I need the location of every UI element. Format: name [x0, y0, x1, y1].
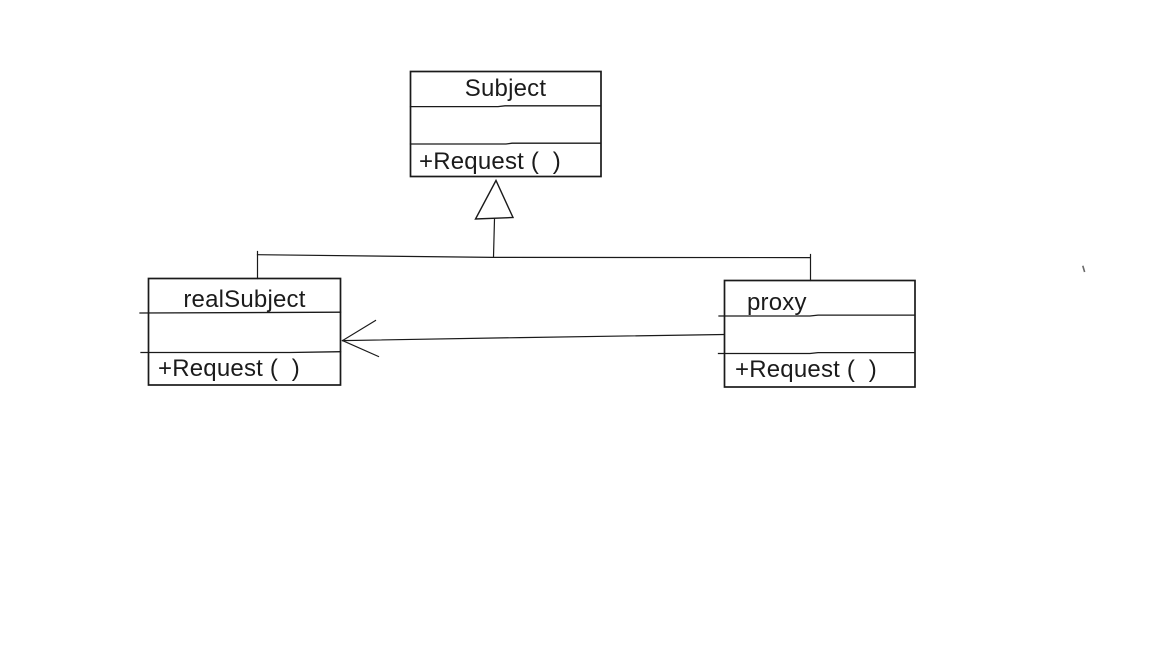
- class-realsubject-operation: +Request ( ): [158, 355, 300, 382]
- class-realsubject-name: realSubject: [183, 286, 306, 313]
- association-line: [341, 333, 725, 342]
- subject-divider-top: [409, 105, 602, 108]
- class-proxy-name: proxy: [747, 289, 807, 316]
- class-box-realsubject: [147, 277, 342, 386]
- proxy-divider-top: [718, 314, 916, 317]
- subject-divider-bottom: [409, 142, 602, 145]
- generalization-triangle-icon: [474, 178, 515, 220]
- stray-mark: [1082, 265, 1086, 273]
- class-proxy-operation: +Request ( ): [735, 356, 877, 383]
- realsubject-divider-top: [139, 311, 342, 314]
- realsubject-divider-bottom: [140, 351, 342, 354]
- generalization-crossbar: [256, 254, 811, 259]
- class-subject-name: Subject: [464, 75, 547, 102]
- generalization-stem: [492, 218, 496, 258]
- line-group: [139, 70, 1086, 388]
- class-box-proxy: [723, 279, 916, 388]
- proxy-divider-bottom: [717, 351, 916, 355]
- class-box-subject: [409, 70, 602, 178]
- class-subject-operation: +Request ( ): [419, 148, 561, 175]
- association-open-arrowhead-icon: [341, 319, 380, 358]
